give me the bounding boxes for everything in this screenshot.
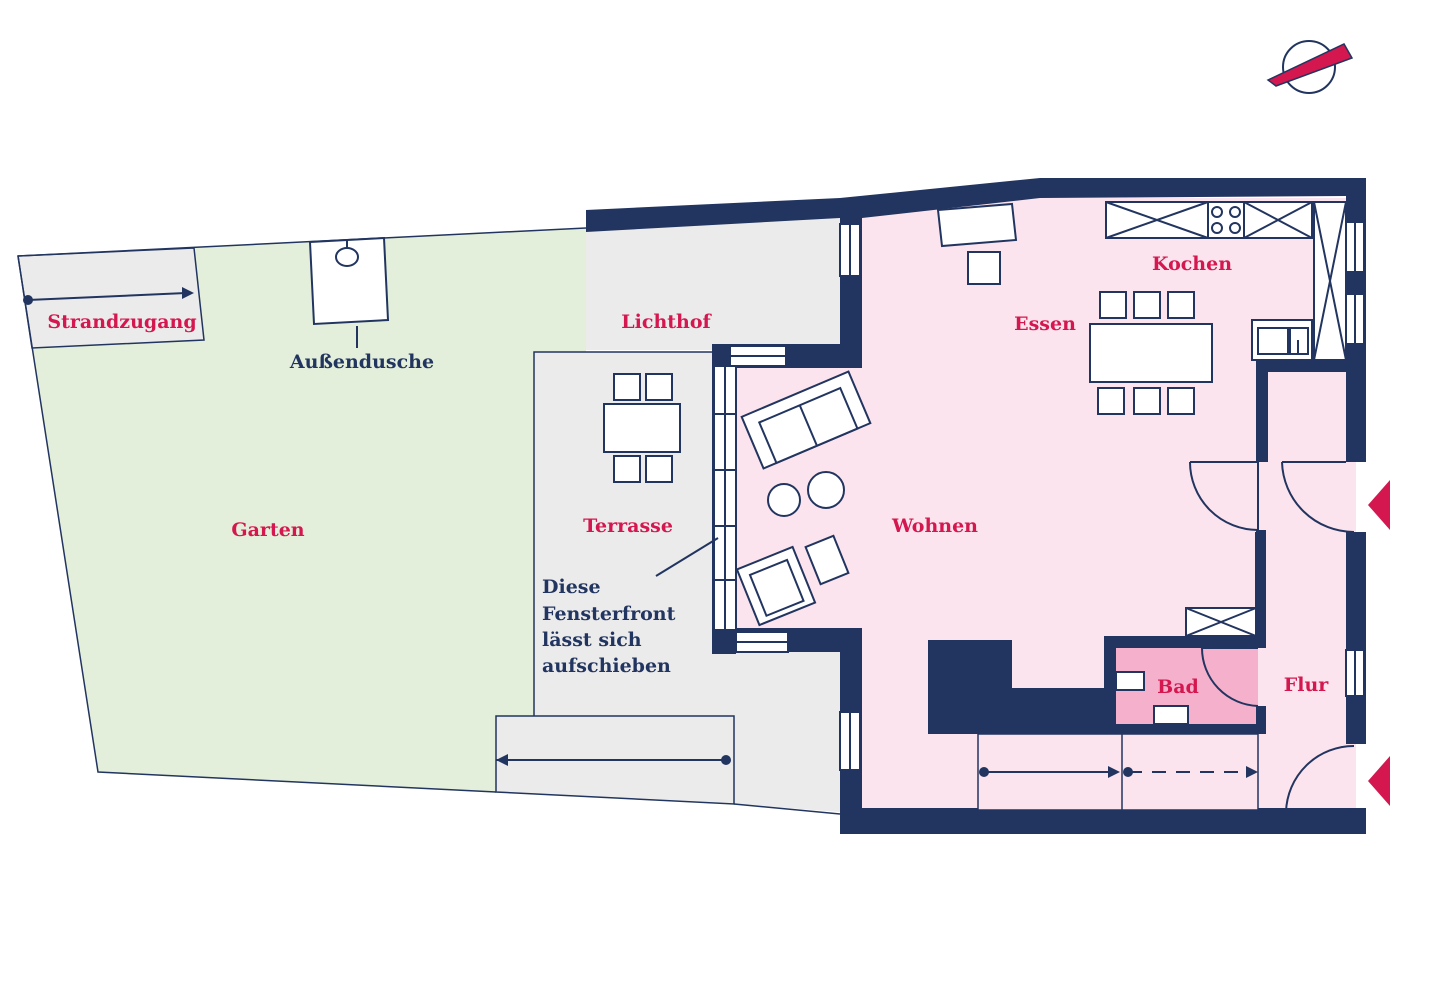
terrace-area	[534, 352, 840, 812]
hallway-cabinet	[1185, 607, 1257, 637]
note-line-2: Fensterfront	[542, 603, 676, 625]
room-label-strandzugang: Strandzugang	[47, 311, 196, 333]
side-table	[767, 483, 801, 517]
outdoor-shower	[308, 236, 390, 348]
kitchen-counter	[1105, 201, 1347, 361]
step-arrow	[496, 754, 731, 766]
terrace-table	[603, 373, 681, 483]
dining-table	[1089, 291, 1213, 415]
note-line-4: aufschieben	[542, 655, 671, 677]
room-label-bad: Bad	[1157, 676, 1199, 698]
doors	[1189, 461, 1355, 813]
note-line-1: Diese	[542, 576, 601, 598]
beach-access-arrow	[23, 287, 194, 305]
room-label-kochen: Kochen	[1152, 253, 1232, 275]
windows	[729, 221, 1365, 771]
armchair	[735, 545, 817, 627]
room-label-aussendusche: Außendusche	[289, 351, 434, 373]
room-label-essen: Essen	[1014, 313, 1076, 335]
room-label-lichthof: Lichthof	[621, 311, 712, 333]
note-line-3: lässt sich	[542, 629, 642, 651]
desk	[936, 202, 1018, 285]
bathroom-fixtures	[1115, 671, 1189, 725]
wardrobe	[977, 733, 1259, 811]
compass-logo-icon	[1266, 40, 1354, 94]
footstool	[804, 534, 850, 586]
room-label-terrasse: Terrasse	[583, 515, 673, 537]
sliding-window-front	[713, 365, 1263, 636]
room-label-garten: Garten	[231, 519, 304, 541]
garden-area	[18, 228, 586, 792]
sofa	[740, 370, 872, 470]
beach-access-strip	[17, 247, 205, 349]
entrance-arrow-icon	[1368, 756, 1390, 806]
note-leader	[655, 537, 719, 577]
entrance-arrow-icon	[1368, 480, 1390, 530]
courtyard-area	[586, 218, 840, 350]
room-label-flur: Flur	[1284, 674, 1330, 696]
side-table	[807, 471, 845, 509]
room-label-wohnen: Wohnen	[891, 515, 978, 537]
